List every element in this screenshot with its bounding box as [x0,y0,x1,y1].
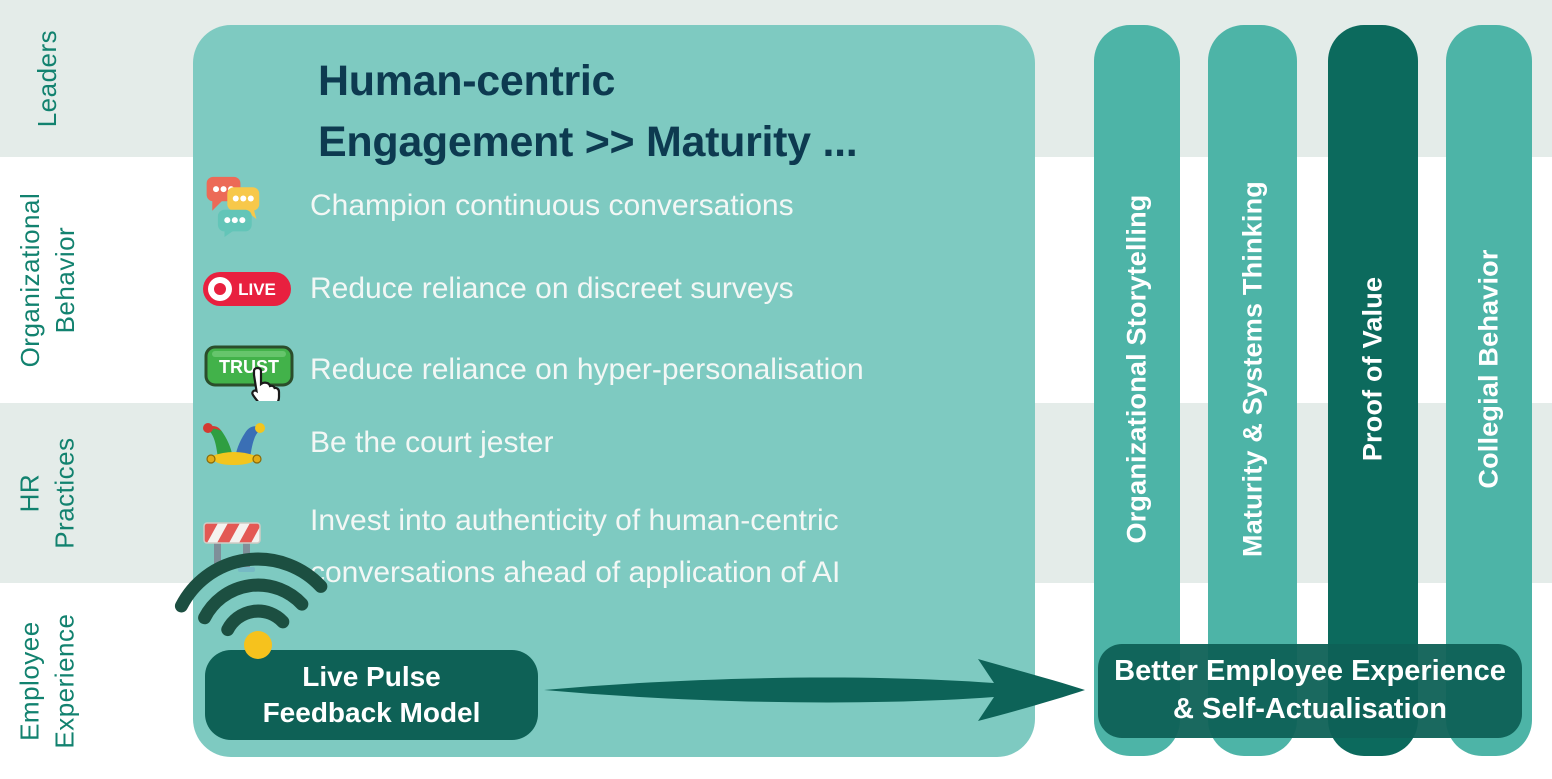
bullet-text: Reduce reliance on hyper-personalisation [310,353,864,387]
row-label-text: Organizational Behavior [14,192,80,368]
chat-bubbles-icon [206,176,260,237]
hand-cursor-icon [251,366,281,401]
pillar-proof-of-value: Proof of Value [1328,25,1418,756]
row-label-text: HR Practices [14,437,81,549]
row-label-hr-practices: HR Practices [0,403,96,583]
row-label-text: Leaders [32,29,63,128]
pillar-label: Organizational Storytelling [1121,194,1152,544]
bullet-champion-conversations: Champion continuous conversations [203,175,1019,237]
pillar-label: Collegial Behavior [1473,248,1504,489]
bullet-text: Reduce reliance on discreet surveys [310,272,794,306]
trust-button-label: TRUST [219,357,279,377]
pillar-organizational-storytelling: Organizational Storytelling [1094,25,1180,756]
live-pulse-label: Live Pulse Feedback Model [262,660,481,728]
live-pulse-feedback-model-box: Live Pulse Feedback Model [205,650,538,740]
row-label-leaders: Leaders [0,0,96,157]
bullet-text: Champion continuous conversations [310,189,794,223]
row-label-employee-experience: Employee Experience [0,583,96,779]
pillar-label: Proof of Value [1357,276,1388,461]
better-employee-experience-box: Better Employee Experience & Self-Actual… [1098,644,1522,738]
live-badge-icon: LIVE [203,272,291,306]
wifi-dot [244,631,272,659]
pillar-label: Maturity & Systems Thinking [1237,180,1267,557]
panel-title: Human-centric Engagement >> Maturity ... [318,57,858,167]
bullet-discreet-surveys: LIVE Reduce reliance on discreet surveys [203,261,1019,317]
live-badge-label: LIVE [238,280,276,299]
bullet-court-jester: Be the court jester [203,415,1019,471]
bullet-invest-authenticity: Invest into authenticity of human-centri… [203,495,1019,605]
trust-button-icon: TRUST [204,345,294,401]
pillar-maturity-systems-thinking: Maturity & Systems Thinking [1208,25,1297,756]
row-label-organizational-behavior: Organizational Behavior [0,157,96,403]
wifi-pulse-icon [174,552,328,659]
bullet-text: Invest into authenticity of human-centri… [310,504,841,589]
human-centric-engagement-panel: Human-centric Engagement >> Maturity ...… [193,25,1035,757]
jester-hat-icon [203,423,265,465]
bullet-text: Be the court jester [310,426,554,460]
row-label-text: Employee Experience [14,613,81,749]
bullet-hyper-personalisation: TRUST Reduce reliance on hyper-personali… [203,339,1019,401]
pillar-collegial-behavior: Collegial Behavior [1446,25,1532,756]
flow-arrow [544,659,1085,721]
outcome-label: Better Employee Experience & Self-Actual… [1114,655,1506,725]
